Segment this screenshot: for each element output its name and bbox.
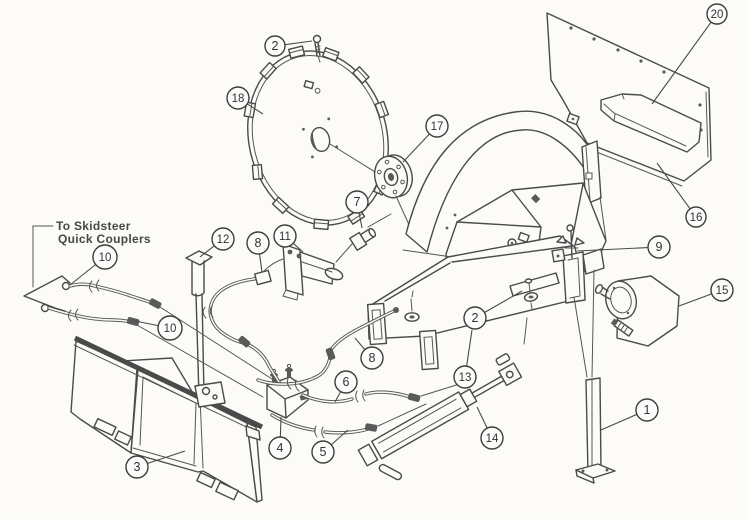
- disc-hub: [302, 117, 339, 159]
- svg-text:2: 2: [272, 39, 279, 53]
- callout-1: 1: [600, 398, 659, 431]
- callout-6: 6: [334, 370, 358, 403]
- svg-text:14: 14: [486, 433, 499, 445]
- svg-text:15: 15: [716, 285, 729, 297]
- svg-text:8: 8: [255, 236, 262, 250]
- svg-text:5: 5: [320, 445, 327, 459]
- chute-bracket: [566, 112, 607, 241]
- frame-washer-left: [404, 290, 420, 322]
- motor-stud: [610, 318, 634, 337]
- callout-14: 14: [476, 406, 504, 450]
- hose-breaks: [68, 279, 366, 439]
- pivot-bracket: [194, 381, 226, 408]
- callout-11: 11: [273, 224, 304, 253]
- svg-text:17: 17: [431, 121, 444, 133]
- svg-text:12: 12: [217, 234, 230, 246]
- svg-text:8: 8: [369, 351, 376, 365]
- svg-text:1: 1: [644, 403, 651, 417]
- callout-9: 9: [576, 235, 671, 259]
- latch-lever: [556, 224, 585, 259]
- frame-socket: [418, 329, 439, 371]
- mount-plate: [70, 335, 264, 503]
- callout-12: 12: [199, 227, 235, 258]
- label-bracket: [32, 225, 54, 288]
- svg-text:2: 2: [472, 311, 479, 325]
- spool-cylinder: [282, 243, 344, 301]
- hub-flange: [373, 154, 413, 199]
- svg-text:20: 20: [711, 9, 724, 21]
- svg-text:16: 16: [690, 212, 703, 224]
- callout-8: 8: [354, 337, 384, 370]
- callout-7: 7: [345, 190, 369, 229]
- coupler-fitting: [335, 213, 392, 263]
- hydraulic-motor: [594, 275, 680, 347]
- svg-text:10: 10: [99, 252, 112, 264]
- callout-2: 2: [463, 290, 523, 330]
- hinge-pin: [185, 250, 213, 469]
- svg-text:11: 11: [279, 231, 291, 243]
- svg-text:9: 9: [656, 240, 663, 254]
- frame-bolt-washer: [523, 278, 539, 310]
- callout-13: 13: [453, 329, 477, 389]
- callout-15: 15: [678, 278, 734, 307]
- saw-disc: [243, 45, 390, 231]
- disc-bolt: [312, 34, 322, 63]
- callout-16: 16: [656, 162, 707, 228]
- callout-4: 4: [268, 416, 292, 460]
- deflector-plate: [600, 93, 702, 153]
- callout-3: 3: [125, 450, 186, 479]
- callout-8: 8: [246, 231, 270, 273]
- svg-text:18: 18: [232, 93, 245, 105]
- coupler-arrow: [23, 275, 71, 312]
- hose-group: [40, 258, 467, 439]
- hydraulic-cylinder: [357, 317, 528, 481]
- callout-17: 17: [402, 114, 449, 163]
- main-frame: [366, 235, 605, 371]
- control-valve: [266, 363, 309, 419]
- callout-10: 10: [134, 315, 183, 341]
- callout-5: 5: [311, 429, 349, 464]
- svg-text:6: 6: [343, 375, 350, 389]
- latch-bracket: [551, 248, 586, 304]
- callout-20: 20: [651, 3, 728, 105]
- svg-text:13: 13: [459, 372, 472, 384]
- svg-text:10: 10: [164, 323, 177, 335]
- callout-18: 18: [226, 86, 264, 115]
- callout-2: 2: [264, 35, 313, 57]
- parking-stand: [573, 269, 616, 484]
- svg-text:7: 7: [354, 195, 361, 209]
- frame-socket: [366, 302, 388, 346]
- callout-10: 10: [69, 244, 118, 286]
- svg-text:4: 4: [277, 441, 284, 455]
- svg-text:3: 3: [134, 460, 141, 474]
